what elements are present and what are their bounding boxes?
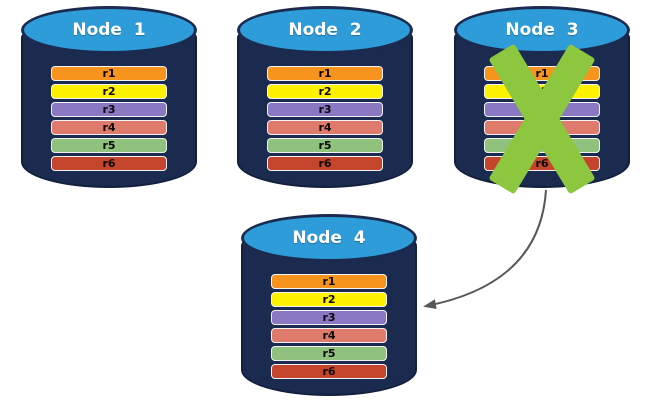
- replica-row: r5: [271, 346, 387, 361]
- replica-row: r3: [51, 102, 167, 117]
- replica-row: r3: [267, 102, 383, 117]
- replica-row-label: r3: [318, 103, 332, 116]
- replica-row: r2: [267, 84, 383, 99]
- replica-row: r6: [271, 364, 387, 379]
- replica-row-label: r3: [102, 103, 116, 116]
- replica-row: r6: [267, 156, 383, 171]
- node-1-label: Node 1: [72, 20, 146, 40]
- replica-row-label: r5: [318, 139, 332, 152]
- replica-row: r1: [271, 274, 387, 289]
- node-2-label: Node 2: [288, 20, 362, 40]
- replica-row: r1: [267, 66, 383, 81]
- node-4: Node 4 r1 r2 r3 r4 r5 r6: [241, 214, 417, 396]
- replica-row: r1: [51, 66, 167, 81]
- node-1-replica-rows: r1 r2 r3 r4 r5 r6: [51, 66, 167, 174]
- replica-row-label: r1: [102, 67, 116, 80]
- replica-row: r6: [51, 156, 167, 171]
- replica-row-label: r1: [322, 275, 336, 288]
- replica-row-label: r4: [102, 121, 116, 134]
- replica-row-label: r5: [322, 347, 336, 360]
- node-3-label: Node 3: [505, 20, 579, 40]
- node-2-cylinder-top: Node 2: [237, 6, 413, 54]
- replica-row-label: r6: [102, 157, 116, 170]
- replica-row-label: r6: [535, 157, 549, 170]
- replica-row-label: r5: [102, 139, 116, 152]
- replica-row-label: r6: [322, 365, 336, 378]
- replica-row: r4: [267, 120, 383, 135]
- replica-row: r2: [51, 84, 167, 99]
- replica-row-label: r4: [322, 329, 336, 342]
- node-4-replica-rows: r1 r2 r3 r4 r5 r6: [271, 274, 387, 382]
- replica-row: r4: [51, 120, 167, 135]
- replica-row-label: r1: [535, 67, 549, 80]
- node-2: Node 2 r1 r2 r3 r4 r5 r6: [237, 6, 413, 188]
- replica-row-label: r2: [318, 85, 332, 98]
- replica-row: r2: [271, 292, 387, 307]
- replica-row: r5: [267, 138, 383, 153]
- replica-row-label: r3: [322, 311, 336, 324]
- node-2-replica-rows: r1 r2 r3 r4 r5 r6: [267, 66, 383, 174]
- failure-cross-icon: [454, 6, 630, 195]
- replica-row-label: r4: [318, 121, 332, 134]
- replica-row-label: r2: [102, 85, 116, 98]
- replica-row: r5: [51, 138, 167, 153]
- replica-row-label: r2: [322, 293, 336, 306]
- node-1: Node 1 r1 r2 r3 r4 r5 r6: [21, 6, 197, 188]
- node-3-cylinder-top: Node 3: [454, 6, 630, 54]
- replica-row-label: r6: [318, 157, 332, 170]
- node-1-cylinder-top: Node 1: [21, 6, 197, 54]
- replica-row-label: r1: [318, 67, 332, 80]
- node-4-cylinder-top: Node 4: [241, 214, 417, 262]
- replica-row: r3: [271, 310, 387, 325]
- replica-row: r4: [271, 328, 387, 343]
- node-3: Node 3 r1 r2 r3 r4 r5 r6: [454, 6, 630, 195]
- node-4-label: Node 4: [292, 228, 366, 248]
- failover-arrow-path: [423, 189, 547, 310]
